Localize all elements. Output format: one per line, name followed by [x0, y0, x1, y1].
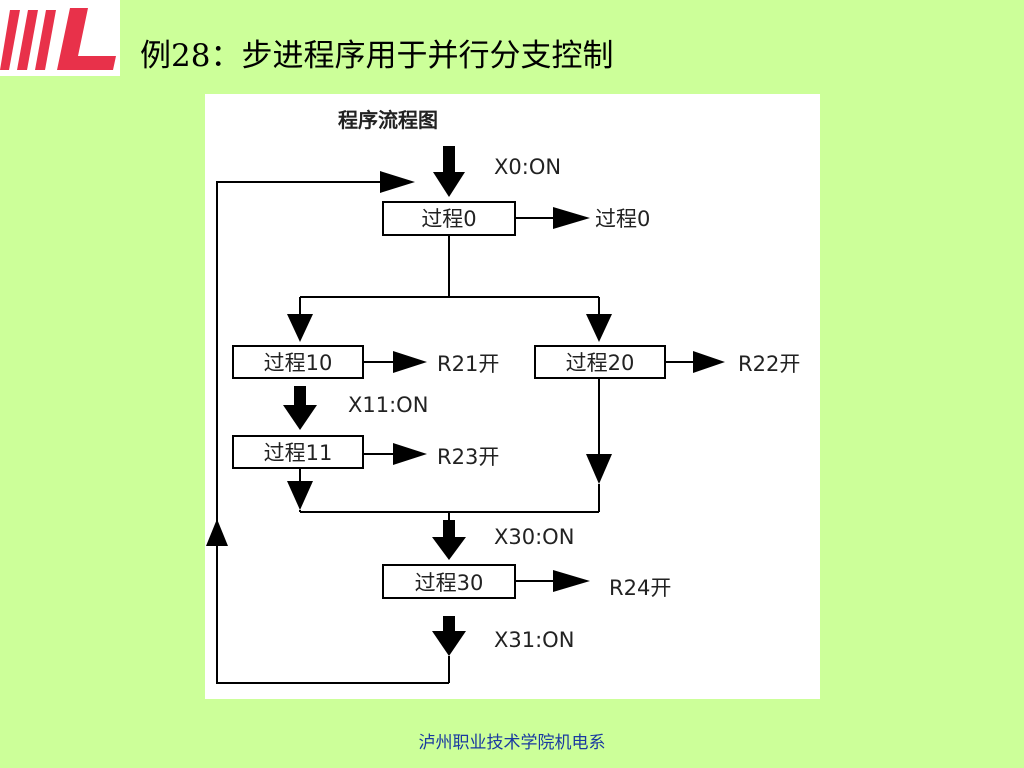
flowchart-panel: 程序流程图 X0:ON 过程0 过程0	[205, 94, 820, 699]
flowchart-heading: 程序流程图	[338, 108, 438, 132]
condition-x31: X31:ON	[494, 628, 574, 652]
entry-arrow	[433, 146, 465, 197]
output-arrow-p20	[693, 351, 725, 373]
output-arrow-p30	[553, 570, 590, 592]
output-arrow-p10	[393, 351, 427, 373]
step-box-p0	[382, 201, 516, 236]
output-label-o0: 过程0	[595, 207, 650, 231]
flowchart: 程序流程图 X0:ON 过程0 过程0	[206, 108, 800, 684]
branch-merge	[299, 510, 599, 520]
condition-x30: X30:ON	[494, 525, 574, 549]
step-label-p11: 过程11	[264, 441, 333, 465]
logo	[0, 0, 120, 76]
transition-arrow-x11	[283, 386, 317, 430]
output-label-o10: R21开	[437, 352, 499, 376]
step-box-p11	[232, 435, 364, 469]
transition-arrow-x31	[432, 616, 466, 683]
slide-title: 例28：步进程序用于并行分支控制	[140, 38, 614, 74]
step-label-p20: 过程20	[566, 351, 635, 375]
transition-arrow-x30	[432, 520, 466, 560]
output-label-o30: R24开	[609, 576, 671, 600]
condition-x11: X11:ON	[348, 393, 428, 417]
output-label-o20: R22开	[738, 352, 800, 376]
step-label-p30: 过程30	[415, 571, 484, 595]
output-label-o11: R23开	[437, 445, 499, 469]
condition-x0: X0:ON	[494, 155, 561, 179]
step-label-p0: 过程0	[421, 207, 476, 231]
logo-mark	[0, 8, 116, 70]
step-label-p10: 过程10	[264, 351, 333, 375]
loop-back-line	[206, 171, 449, 684]
footer-text: 泸州职业技术学院机电系	[418, 733, 606, 753]
output-arrow-p11	[393, 443, 427, 465]
output-arrow-p0	[553, 207, 590, 229]
branch-split	[287, 235, 612, 342]
